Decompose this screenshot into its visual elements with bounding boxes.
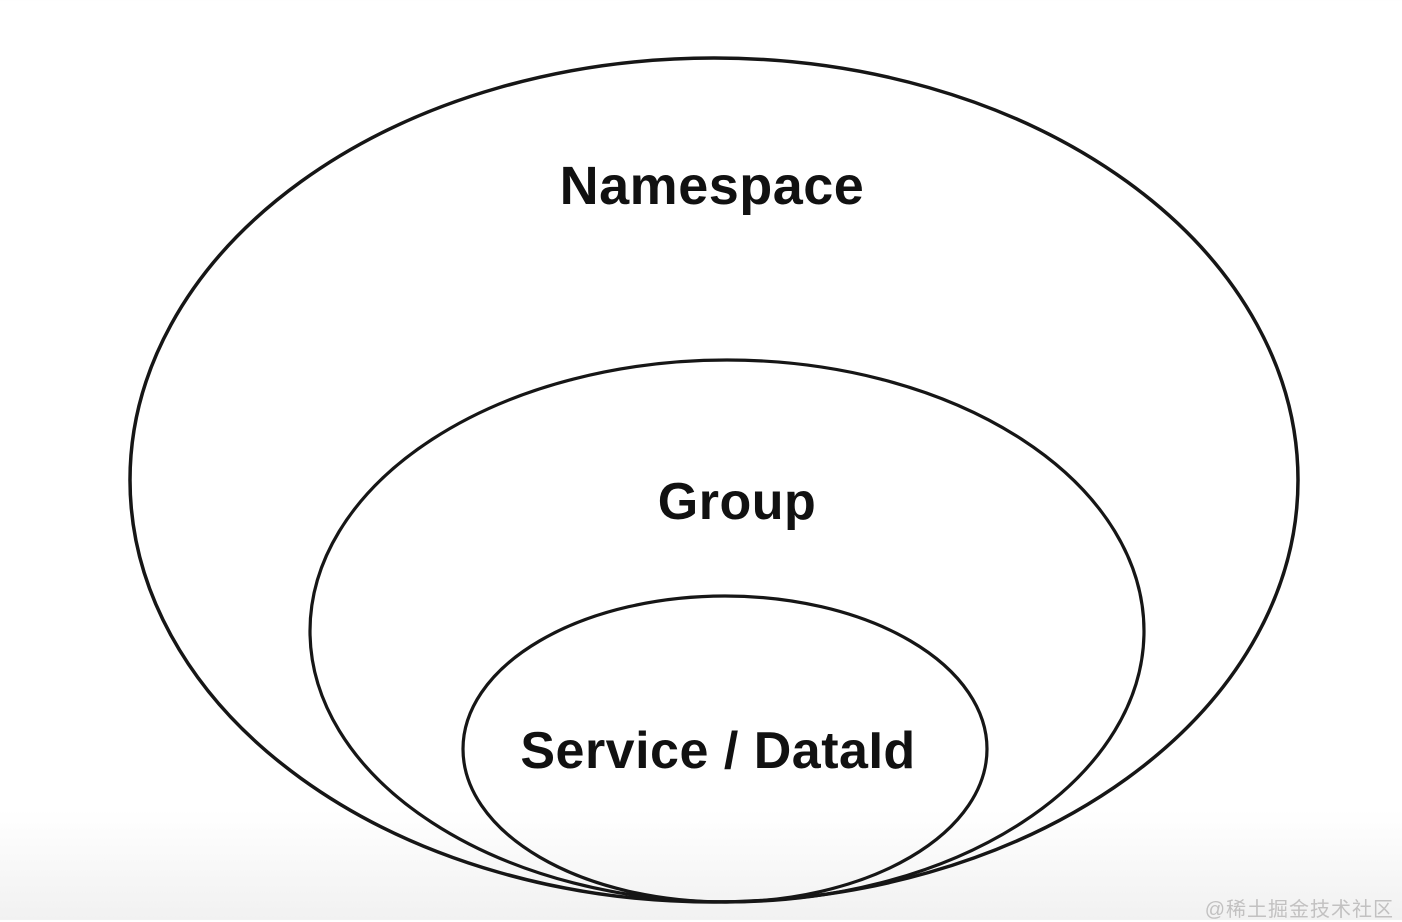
service-dataid-ellipse [461,594,989,904]
namespace-label: Namespace [559,156,865,216]
juejin-watermark: @稀土掘金技术社区 [1204,899,1394,921]
group-ellipse [308,358,1146,904]
group-label: Group [657,473,817,531]
service-dataid-label: Service / DataId [520,722,916,780]
